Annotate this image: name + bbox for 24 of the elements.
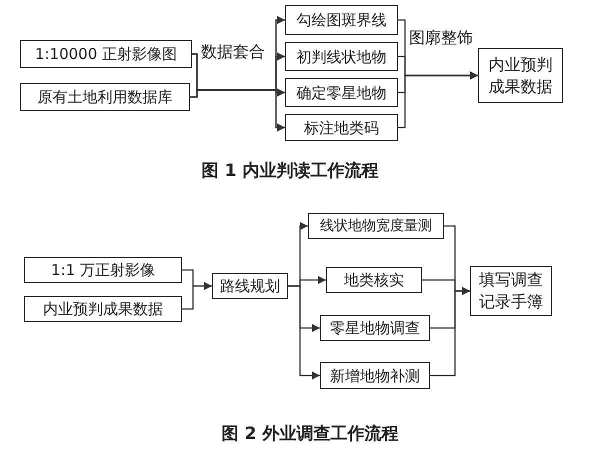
- process-box: 零星地物调查: [320, 315, 430, 341]
- process-box: 地类核实: [326, 267, 422, 293]
- edge-label: 图廓整饰: [408, 28, 474, 48]
- edge-label: 数据套合: [200, 42, 266, 62]
- process-box: 原有土地利用数据库: [20, 83, 190, 111]
- process-box: 1:10000 正射影像图: [20, 40, 192, 68]
- process-box: 确定零星地物: [285, 78, 398, 107]
- process-box: 新增地物补测: [320, 362, 430, 389]
- process-box: 1:1 万正射影像: [24, 257, 182, 283]
- process-box: 内业预判成果数据: [478, 48, 563, 103]
- connector-arrow: [190, 89, 285, 132]
- connector-arrow: [430, 287, 470, 376]
- process-box: 填写调查记录手簿: [470, 266, 552, 316]
- process-box: 勾绘图斑界线: [285, 5, 398, 35]
- figure-caption: 图 1 内业判读工作流程: [202, 160, 378, 182]
- connector-arrow: [398, 72, 478, 128]
- connector-arrow: [182, 282, 212, 310]
- process-box: 内业预判成果数据: [24, 296, 182, 322]
- process-box: 线状地物宽度量测: [308, 213, 444, 239]
- process-box: 初判线状地物: [285, 42, 398, 71]
- process-box: 路线规划: [212, 273, 288, 299]
- process-box: 标注地类码: [285, 114, 398, 141]
- connector-arrow: [288, 285, 320, 380]
- figure-caption: 图 2 外业调查工作流程: [222, 423, 398, 445]
